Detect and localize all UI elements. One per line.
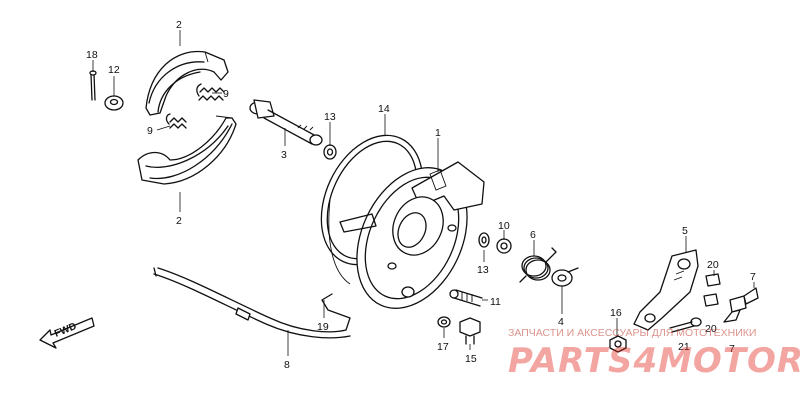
callout-20-bottom: 20 (705, 323, 717, 335)
callout-numbers: 2 18 12 9 9 2 3 13 14 1 10 13 6 4 5 20 7… (86, 19, 756, 371)
callout-11: 11 (490, 296, 501, 308)
callout-3: 3 (281, 149, 287, 161)
callout-19: 19 (317, 321, 329, 333)
callout-6: 6 (530, 229, 536, 241)
callout-9-bottom: 9 (147, 125, 153, 137)
callout-4: 4 (558, 316, 564, 328)
part-15-bolt (459, 317, 481, 345)
callout-21: 21 (678, 341, 690, 353)
part-20-pin-lower (703, 293, 719, 307)
callout-2-bottom: 2 (176, 215, 182, 227)
watermark-tagline: ЗАПЧАСТИ И АКСЕССУАРЫ ДЛЯ МОТОТЕХНИКИ (508, 327, 756, 339)
callout-1: 1 (435, 127, 441, 139)
callout-8: 8 (284, 359, 290, 371)
callout-18: 18 (86, 49, 98, 61)
part-9-spring-lower (165, 113, 187, 129)
part-3-brake-cam (249, 99, 323, 146)
part-5-brake-arm (633, 249, 699, 331)
callout-5: 5 (682, 225, 688, 237)
callout-7-bottom: 7 (729, 343, 735, 355)
part-12-washer (104, 95, 124, 111)
part-10-washer (496, 238, 512, 254)
part-4-indicator-plate (551, 267, 579, 287)
watermark: ЗАПЧАСТИ И АКСЕССУАРЫ ДЛЯ МОТОТЕХНИКИ PA… (508, 327, 800, 381)
part-13-washer-upper (323, 144, 337, 160)
fwd-direction-arrow: FWD (39, 317, 95, 349)
callout-13-top: 13 (324, 111, 336, 123)
callout-9-top: 9 (223, 88, 229, 100)
callout-2-top: 2 (176, 19, 182, 31)
part-18-pin (89, 70, 97, 101)
part-16-nut (609, 335, 627, 353)
callout-14: 14 (378, 103, 390, 115)
part-21-bolt (669, 317, 702, 333)
callout-13-bottom: 13 (477, 264, 489, 276)
part-17-washer (437, 316, 451, 328)
part-11-bolt (449, 289, 483, 307)
callout-17: 17 (437, 341, 449, 353)
callout-15: 15 (465, 353, 477, 365)
callout-16: 16 (610, 307, 622, 319)
part-2-upper-brake-shoe (145, 50, 229, 116)
callout-20-top: 20 (707, 259, 719, 271)
callout-10: 10 (498, 220, 510, 232)
watermark-brand: PARTS4MOTOR.RU (508, 341, 800, 381)
part-1-brake-panel (328, 161, 485, 309)
callout-12: 12 (108, 64, 120, 76)
part-7-wing-nut (723, 287, 759, 323)
part-20-pin-upper (705, 273, 721, 287)
part-8-brake-rod (153, 267, 351, 339)
part-9-spring-upper (196, 83, 225, 101)
part-2-lower-brake-shoe (137, 115, 237, 185)
leader-lines (92, 30, 755, 356)
part-6-return-spring (519, 247, 557, 283)
callout-7-top: 7 (750, 271, 756, 283)
part-13-washer-lower (478, 232, 490, 248)
